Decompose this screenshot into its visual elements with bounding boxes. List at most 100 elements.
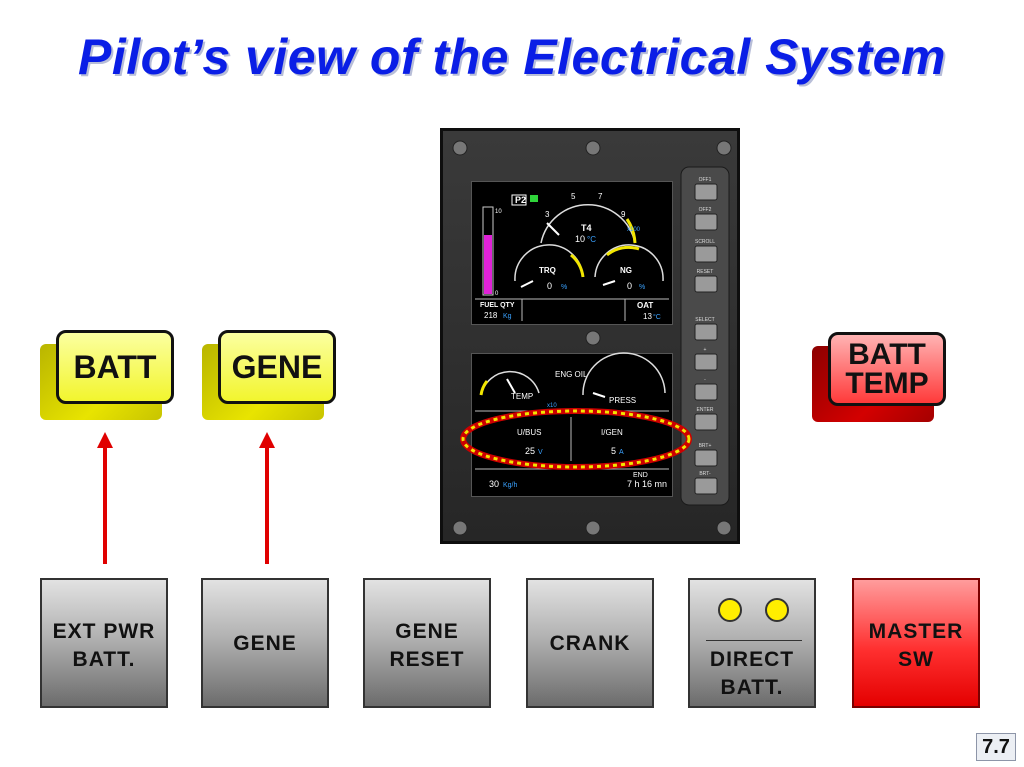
oil-press-label: PRESS (609, 396, 636, 405)
trq-label: TRQ (539, 266, 556, 275)
t4-tick: 3 (545, 210, 550, 219)
highlight-ring (461, 409, 691, 469)
batt-annunciator-label: BATT (73, 348, 157, 385)
fuel-flow-value: 30 (489, 479, 499, 489)
screw-icon (585, 520, 601, 536)
batt-temp-annunciator-label: BATT TEMP (845, 338, 929, 400)
ng-gauge-arc (594, 244, 664, 282)
side-button[interactable] (694, 477, 718, 495)
fuel-scale-bottom: 0 (495, 291, 499, 297)
slide-title: Pilot’s view of the Electrical System (78, 29, 946, 85)
screw-icon (716, 520, 732, 536)
ext-pwr-batt-switch[interactable]: EXT PWR BATT. (40, 578, 168, 708)
indicator-light-icon (718, 598, 742, 622)
status-indicator-icon (530, 195, 538, 202)
t4-value: 10 (575, 234, 585, 244)
oat-label: OAT (637, 301, 653, 310)
endurance-value: 7 h 16 mn (627, 479, 667, 489)
page-number: 7.7 (976, 733, 1016, 761)
gene-reset-switch[interactable]: GENE RESET (363, 578, 491, 708)
side-button[interactable] (694, 449, 718, 467)
side-button-label: BRT+ (699, 443, 712, 449)
ng-value: 0 (627, 281, 632, 291)
ng-needle (602, 280, 616, 286)
gene-annunciator-face: GENE (218, 330, 336, 404)
ng-label: NG (620, 266, 632, 275)
oil-temp-label: TEMP (511, 392, 533, 401)
t4-label: T4 (581, 223, 592, 233)
side-button-label: RESET (697, 269, 714, 275)
batt-annunciator: BATT (40, 328, 180, 428)
switch-divider (706, 640, 802, 641)
page-indicator-box (511, 194, 527, 206)
arrow-head (97, 432, 113, 448)
side-button[interactable] (694, 245, 718, 263)
display-graphics: P2 10 0 FUEL QTY 218 Kg OAT 13 °C 3 5 7 … (452, 140, 732, 536)
oat-value: 13 (643, 312, 652, 321)
gene-switch-label: GENE (233, 632, 297, 655)
t4-tick: 7 (598, 192, 603, 201)
t4-gauge-arc (540, 204, 636, 244)
arrow-head (259, 432, 275, 448)
page-indicator: P2 (515, 195, 526, 205)
screw-icon (452, 520, 468, 536)
crank-switch[interactable]: CRANK (526, 578, 654, 708)
ubus-label: U/BUS (517, 428, 541, 437)
side-button[interactable] (694, 413, 718, 431)
screw-icon (585, 330, 601, 346)
master-switch[interactable]: MASTER SW (852, 578, 980, 708)
oil-temp-needle (506, 378, 516, 394)
igen-unit: A (619, 449, 624, 456)
engine-display-unit: P2 10 0 FUEL QTY 218 Kg OAT 13 °C 3 5 7 … (440, 128, 740, 544)
trq-caution-band (569, 253, 585, 278)
endurance-label: END (633, 472, 648, 479)
batt-annunciator-face: BATT (56, 330, 174, 404)
trq-gauge-arc (514, 244, 584, 282)
direct-batt-line2: BATT. (720, 676, 784, 699)
side-button[interactable] (694, 213, 718, 231)
igen-value: 5 (611, 446, 616, 456)
side-button[interactable] (694, 383, 718, 401)
gene-annunciator: GENE (202, 328, 342, 428)
side-button-label: OFF1 (699, 177, 712, 183)
t4-scale: x100 (627, 227, 641, 233)
oil-press-needle (592, 392, 606, 398)
t4-unit: °C (587, 235, 596, 244)
screw-icon (452, 140, 468, 156)
side-button[interactable] (694, 275, 718, 293)
oil-temp-scale: x10 (547, 403, 557, 409)
master-line1: MASTER (868, 620, 964, 643)
ng-unit: % (639, 284, 645, 291)
crank-switch-label: CRANK (549, 632, 631, 655)
side-button-label: SCROLL (695, 239, 715, 245)
side-button[interactable] (694, 183, 718, 201)
fuel-scale-top: 10 (495, 209, 502, 215)
batt-temp-line2: TEMP (845, 367, 929, 400)
gene-switch[interactable]: GENE (201, 578, 329, 708)
batt-temp-annunciator-face: BATT TEMP (828, 332, 946, 406)
side-button[interactable] (694, 353, 718, 371)
oil-temp-caution-band (479, 380, 489, 396)
fuel-flow-unit: Kg/h (503, 482, 518, 489)
side-button[interactable] (694, 323, 718, 341)
fuel-qty-label: FUEL QTY (480, 302, 515, 309)
ng-caution-band (606, 245, 640, 257)
ubus-value: 25 (525, 446, 535, 456)
ext-pwr-line2: BATT. (72, 648, 136, 671)
gene-annunciator-label: GENE (231, 348, 323, 385)
direct-batt-switch[interactable]: DIRECT BATT. (688, 578, 816, 708)
oat-unit: °C (653, 313, 661, 321)
side-button-label: BRT- (699, 471, 711, 477)
side-button-label: - (704, 377, 706, 383)
side-button-label: ENTER (697, 407, 714, 413)
arrow-shaft (103, 446, 107, 564)
ext-pwr-line1: EXT PWR (52, 620, 156, 643)
oil-press-gauge-arc (582, 352, 666, 396)
indicator-light-icon (765, 598, 789, 622)
batt-temp-line1: BATT (848, 338, 926, 371)
screw-icon (585, 140, 601, 156)
t4-tick: 5 (571, 192, 576, 201)
trq-value: 0 (547, 281, 552, 291)
t4-needle (546, 222, 560, 236)
